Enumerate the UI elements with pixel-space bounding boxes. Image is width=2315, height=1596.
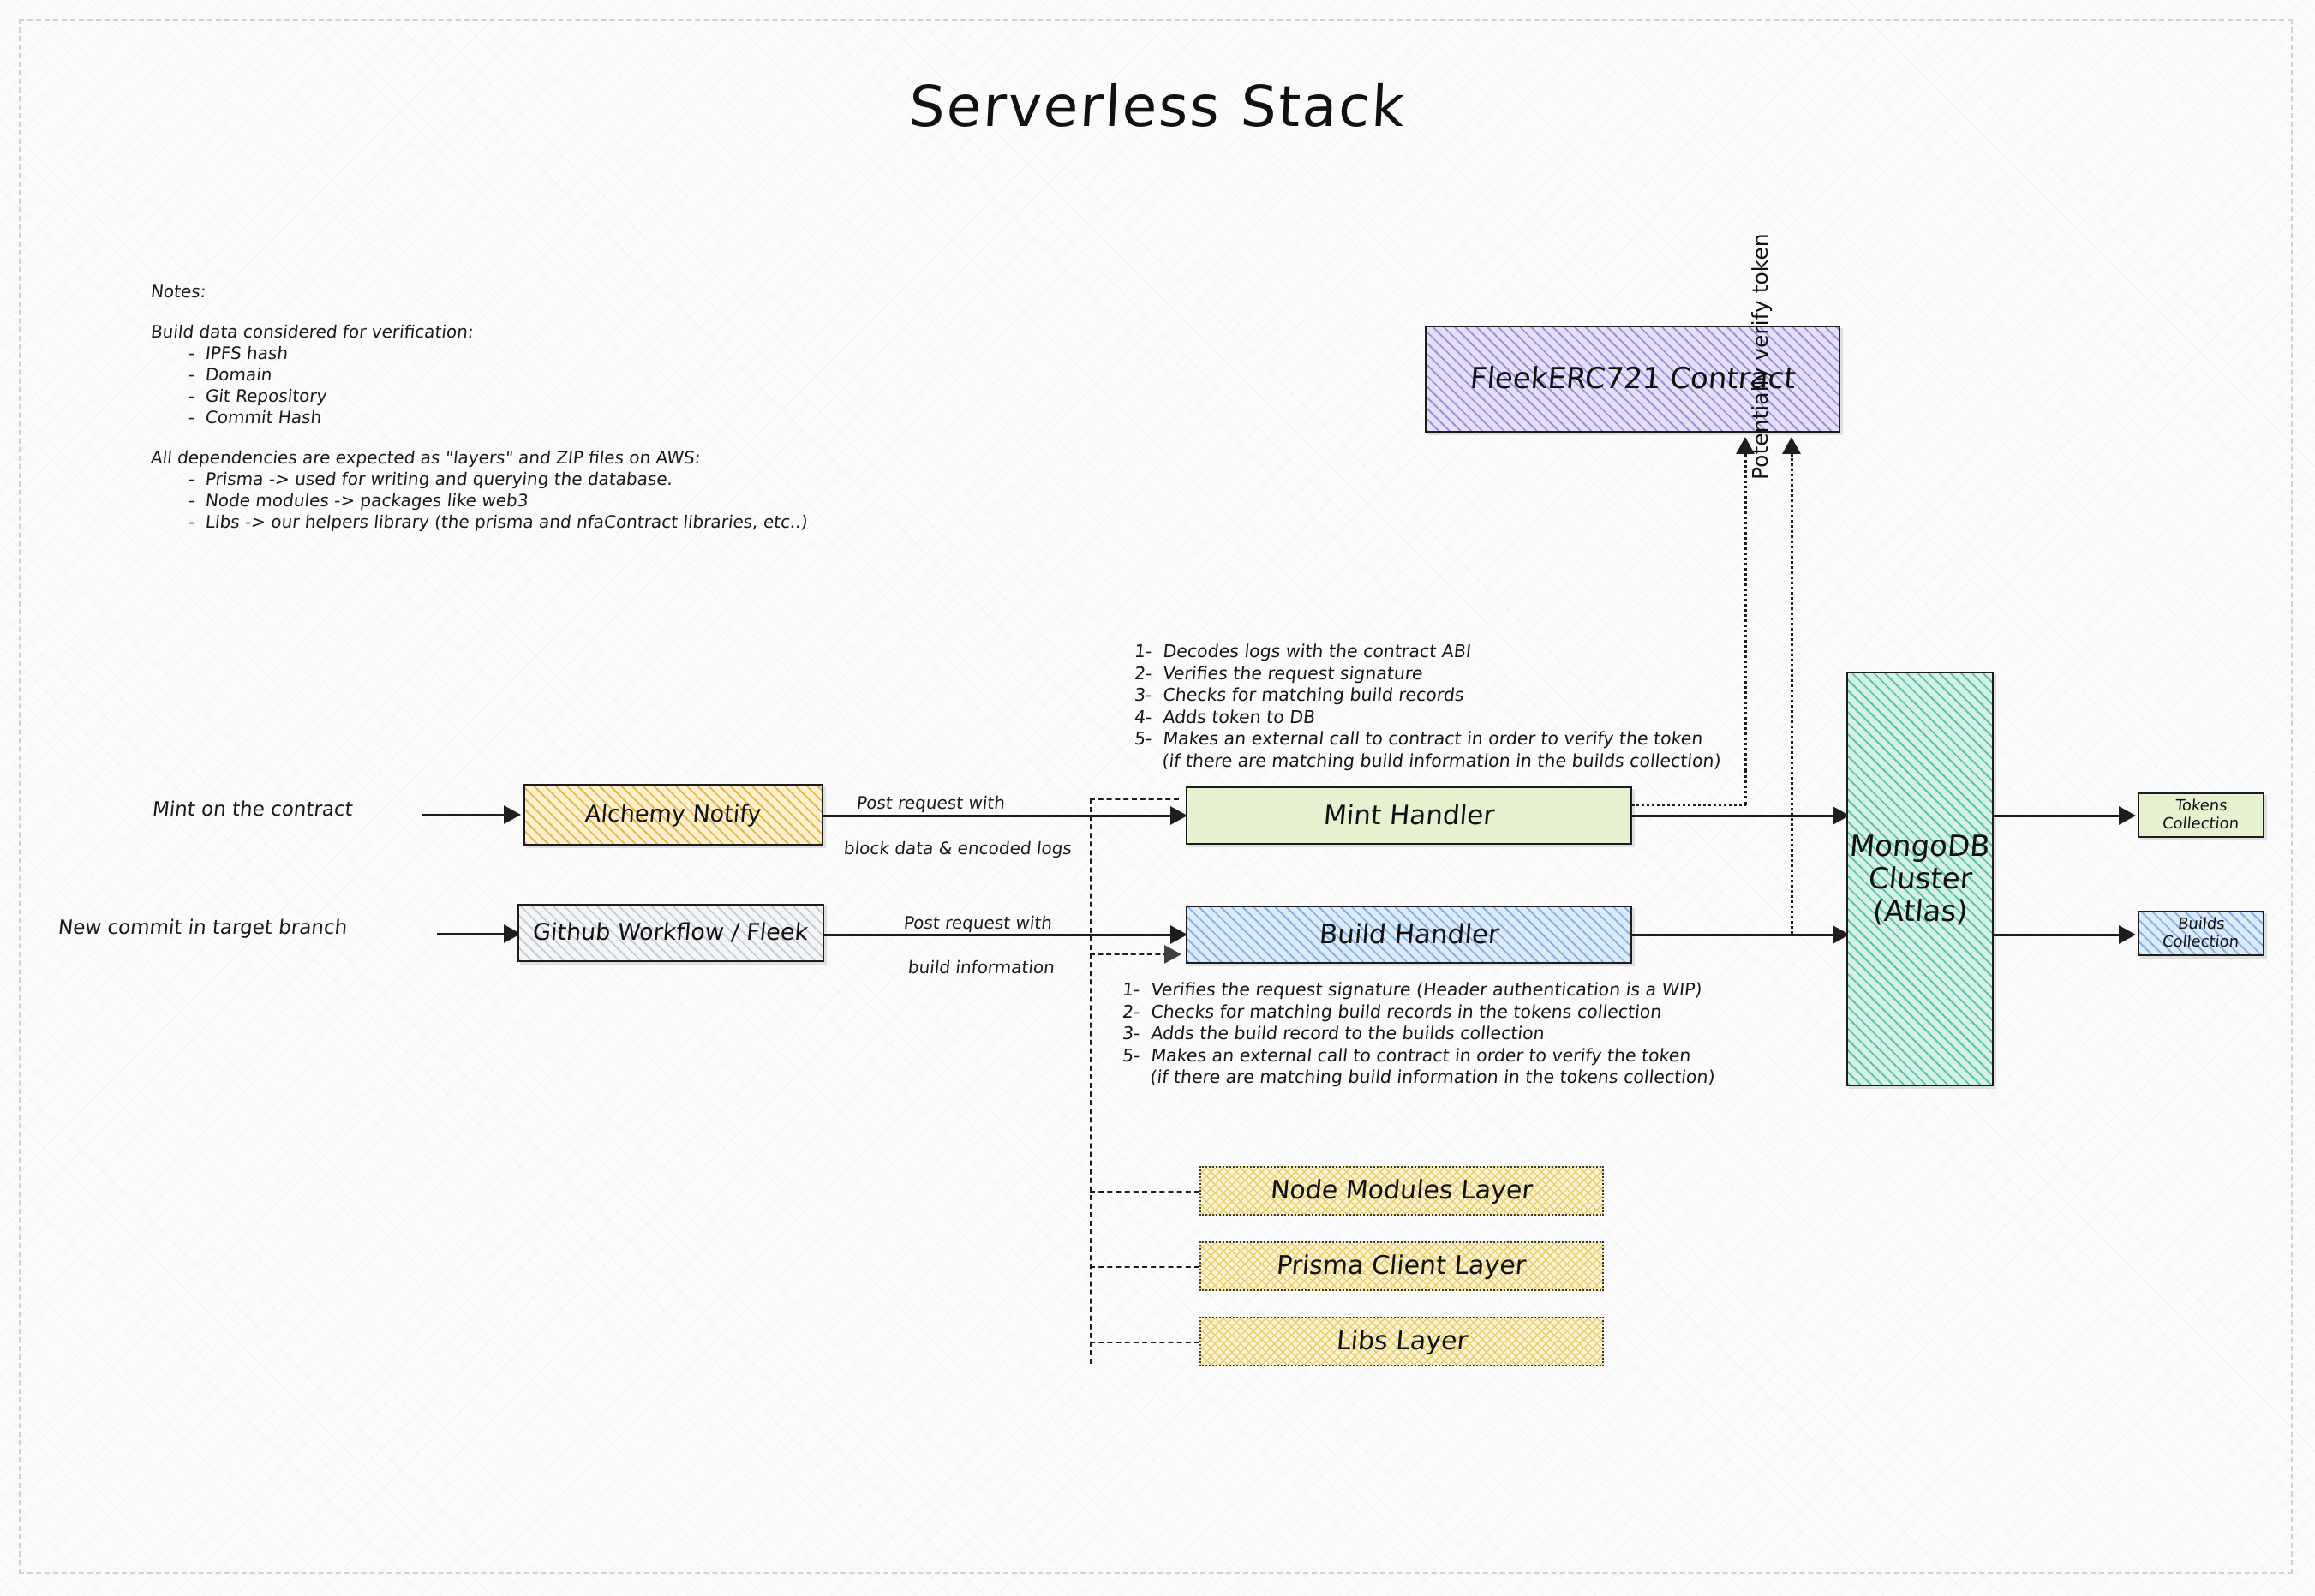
node-prisma-client-layer[interactable]: Prisma Client Layer [1199,1241,1604,1291]
node-build-handler[interactable]: Build Handler [1186,906,1632,964]
verify-token-line-mint [1744,454,1747,771]
github-to-build-line [824,934,1174,936]
verify-token-arrow-mint [1736,437,1755,454]
notes-item: - Git Repository [187,386,328,406]
step-item: (if there are matching build information… [1133,750,1722,771]
step-item: 4- Adds token to DB [1133,706,1317,727]
node-label: Github Workflow / Fleek [532,918,810,946]
build-handler-steps: 1- Verifies the request signature (Heade… [1121,979,1716,1089]
mint-trigger-arrow [504,805,521,824]
node-tokens-collection[interactable]: Tokens Collection [2138,792,2264,838]
step-item: 3- Checks for matching build records [1133,684,1465,705]
notes-block: Notes: Build data considered for verific… [149,281,809,533]
alchemy-edge-label-top: Post request with [855,792,1007,813]
node-label-line3: (Atlas) [1870,894,1970,930]
node-label-line1: MongoDB [1848,828,1992,864]
notes-item: - Domain [187,364,273,385]
step-item: 2- Verifies the request signature [1133,662,1424,684]
node-label-line2: Cluster [1866,861,1974,896]
notes-item: - Libs -> our helpers library (the prism… [187,511,809,532]
mongo-to-builds-arrow [2119,925,2136,944]
step-item: 1- Decodes logs with the contract ABI [1133,641,1473,661]
mint-trigger-label: Mint on the contract [151,798,355,821]
node-mint-handler[interactable]: Mint Handler [1186,786,1632,845]
node-fleek-erc721-contract[interactable]: FleekERC721 Contract [1425,326,1840,433]
verify-token-arrow-build [1782,437,1801,454]
mint-handler-steps: 1- Decodes logs with the contract ABI 2-… [1133,641,1722,772]
node-node-modules-layer[interactable]: Node Modules Layer [1199,1166,1604,1216]
commit-trigger-line [437,933,507,935]
step-item: 5- Makes an external call to contract in… [1133,728,1704,749]
layer-branch-libs [1090,1342,1199,1343]
layer-bus-vertical [1090,798,1092,1364]
node-mongodb-cluster[interactable]: MongoDB Cluster (Atlas) [1846,672,1994,1086]
layer-branch-node-modules [1090,1191,1199,1193]
layer-branch-prisma [1090,1266,1199,1268]
build-to-mongo-line [1632,934,1836,936]
node-label: Prisma Client Layer [1275,1251,1528,1282]
node-builds-collection[interactable]: Builds Collection [2138,911,2264,956]
layer-bus-to-build-arrow [1164,945,1181,964]
mint-verify-dotted-segment [1632,804,1746,806]
notes-item: - IPFS hash [187,343,290,363]
mint-trigger-line [422,814,507,816]
node-label: Mint Handler [1322,799,1496,831]
build-to-mongo-arrow [1833,925,1850,944]
node-label-line1: Tokens [2174,797,2228,816]
alchemy-to-mint-arrow [1170,806,1187,825]
step-item: 1- Verifies the request signature (Heade… [1121,979,1703,1000]
mongo-to-builds-line [1994,934,2122,936]
github-edge-label-top: Post request with [902,912,1054,933]
node-label-line2: Collection [2162,814,2240,833]
node-alchemy-notify[interactable]: Alchemy Notify [523,784,823,846]
alchemy-to-mint-line [823,815,1174,817]
node-label: Node Modules Layer [1269,1175,1534,1206]
notes-item: - Node modules -> packages like web3 [187,490,529,511]
mongo-to-tokens-line [1994,815,2122,817]
node-label: Libs Layer [1335,1326,1469,1357]
node-label: Alchemy Notify [584,800,763,828]
node-label-line2: Collection [2162,932,2240,951]
verify-token-line-build [1791,454,1793,934]
node-label-line1: Builds [2176,915,2226,934]
verify-token-label: Potentially verify token [1748,233,1773,480]
layer-bus-to-build-stub [1090,953,1169,955]
notes-section2-title: All dependencies are expected as "layers… [149,447,702,468]
mint-to-mongo-arrow [1833,806,1850,825]
notes-item: - Commit Hash [187,407,323,427]
step-item: 5- Makes an external call to contract in… [1121,1044,1692,1066]
notes-section1-title: Build data considered for verification: [149,321,475,342]
commit-trigger-arrow [504,924,521,943]
step-item: 3- Adds the build record to the builds c… [1121,1023,1546,1043]
mongo-to-tokens-arrow [2119,806,2136,825]
node-label: Build Handler [1318,918,1500,950]
mint-to-mongo-line [1632,815,1836,817]
commit-trigger-label: New commit in target branch [57,917,349,939]
step-item: 2- Checks for matching build records in … [1121,1001,1663,1022]
alchemy-edge-label-bottom: block data & encoded logs [842,838,1074,858]
notes-item: - Prisma -> used for writing and queryin… [187,469,674,489]
node-github-workflow-fleek[interactable]: Github Workflow / Fleek [517,904,824,962]
page-title: Serverless Stack [907,74,1408,140]
layer-bus-to-mint-stub [1090,798,1179,800]
node-libs-layer[interactable]: Libs Layer [1199,1317,1604,1366]
notes-heading: Notes: [149,281,207,302]
step-item: (if there are matching build information… [1121,1067,1716,1087]
github-to-build-arrow [1170,925,1187,944]
github-edge-label-bottom: build information [906,957,1056,977]
mint-verify-dotted-riser [1744,769,1747,805]
